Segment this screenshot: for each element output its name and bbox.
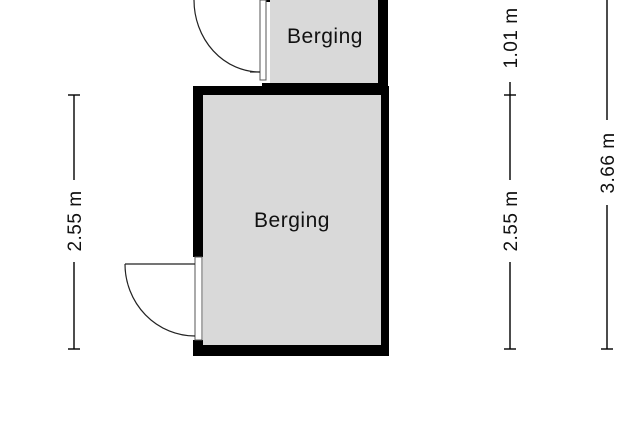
room-upper-door-leaf: [259, 0, 267, 81]
room-lower-door-swing: [124, 263, 196, 337]
dimension-right-upper-label: 1.01 m: [501, 7, 522, 68]
room-lower-wall-left-lower: [193, 340, 203, 356]
room-lower-wall-left-upper: [193, 86, 203, 257]
room-lower-wall-top: [193, 86, 388, 95]
dimension-total-label: 3.66 m: [598, 132, 619, 193]
room-lower-wall-bottom: [193, 345, 389, 356]
room-lower-floor: [203, 95, 381, 345]
dimension-left-label: 2.55 m: [65, 190, 86, 251]
room-upper-label: Berging: [287, 25, 363, 48]
room-lower: Berging: [124, 86, 389, 356]
room-upper-door-swing: [193, 0, 261, 73]
dimension-right-total: 3.66 m: [598, 0, 619, 350]
dimension-right-lower-label: 2.55 m: [501, 190, 522, 251]
dimension-right-inner: 1.01 m 2.55 m: [501, 7, 522, 350]
room-lower-wall-right: [381, 86, 389, 356]
room-lower-label: Berging: [254, 209, 330, 232]
room-upper: Berging: [193, 0, 388, 97]
room-lower-door-leaf: [194, 256, 203, 341]
room-upper-wall-right: [378, 0, 388, 97]
dimension-left: 2.55 m: [65, 94, 86, 350]
room-upper-floor: [270, 0, 378, 83]
